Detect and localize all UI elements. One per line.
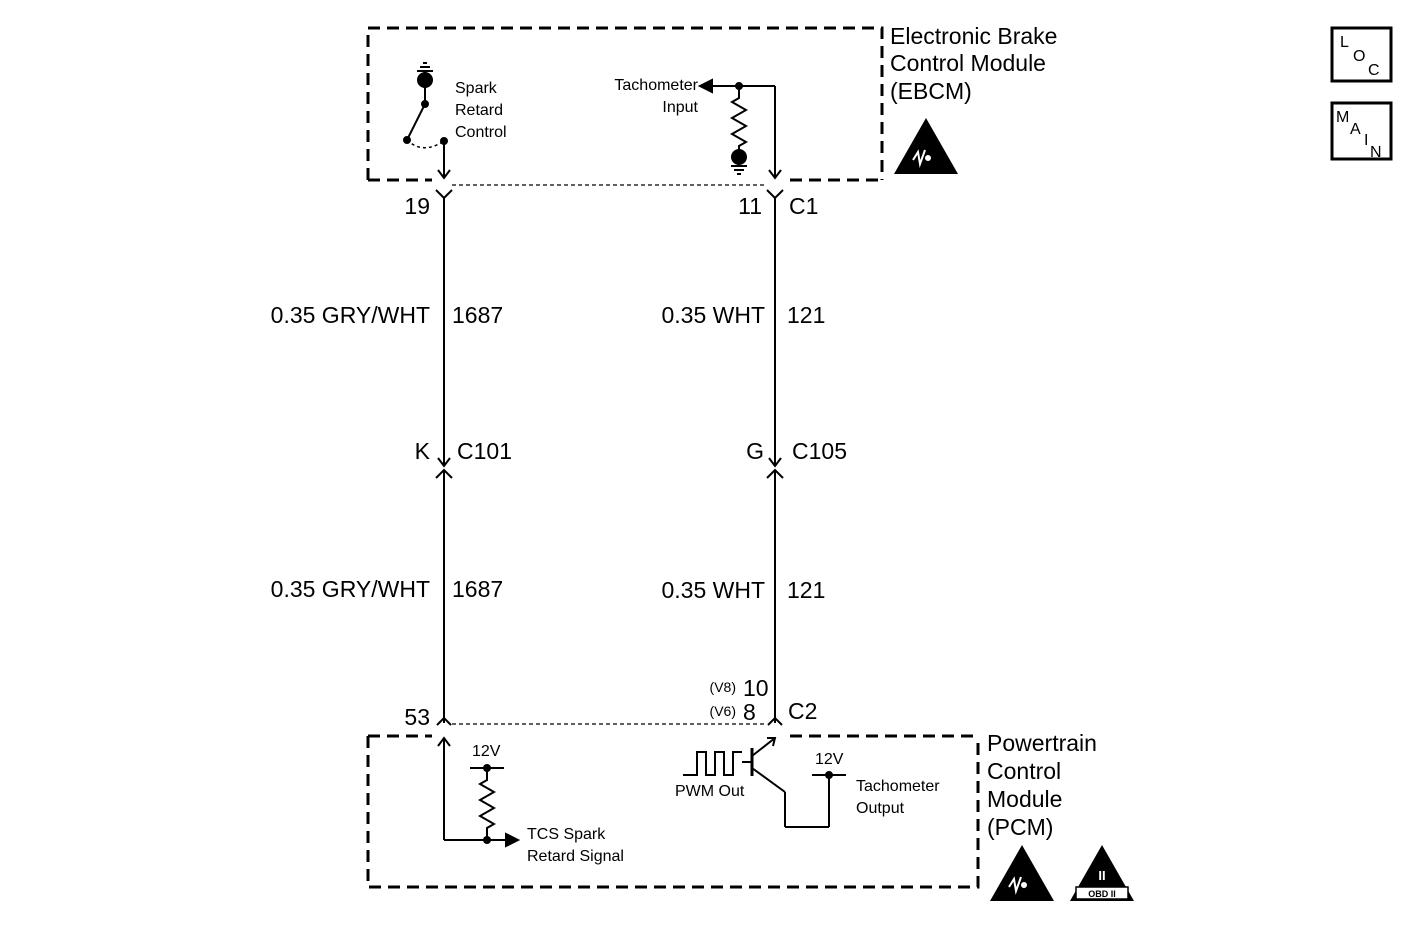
wire-right-upper-circuit: 121	[787, 302, 825, 328]
wire-right-lower-spec: 0.35 WHT	[661, 577, 765, 603]
obd-ii-icon	[1070, 845, 1134, 901]
tach-output-label-line-1: Tachometer	[856, 778, 940, 795]
loc-letter-l: L	[1340, 34, 1349, 51]
tcs-label-line-2: Retard Signal	[527, 848, 624, 865]
main-letter-m: M	[1336, 109, 1349, 126]
pcm-name-line-4: (PCM)	[987, 814, 1053, 840]
wire-right-lower-circuit: 121	[787, 577, 825, 603]
pcm-voltage-left: 12V	[472, 743, 501, 760]
esd-warning-icon-pcm	[990, 845, 1054, 901]
pcm-name-line-2: Control	[987, 758, 1061, 784]
tachometer-input-symbol	[697, 78, 782, 180]
ebcm-pin-right: 11	[738, 193, 762, 219]
ebcm-name-line-1: Electronic Brake	[890, 23, 1057, 49]
c101-pin: K	[415, 438, 431, 464]
tachometer-output-circuit	[683, 737, 846, 828]
main-letter-n: N	[1370, 144, 1382, 161]
wire-left-upper-spec: 0.35 GRY/WHT	[271, 302, 430, 328]
c101-name: C101	[457, 438, 512, 464]
pcm-v8-pin: 10	[743, 675, 769, 701]
esd-warning-icon-ebcm	[894, 118, 958, 174]
tcs-label-line-1: TCS Spark	[527, 826, 606, 843]
pwm-out-label: PWM Out	[675, 783, 745, 800]
spark-retard-label-line-1: Spark	[455, 80, 498, 97]
pcm-pin-left: 53	[404, 704, 430, 730]
c105-pin: G	[746, 438, 764, 464]
pcm-box	[366, 723, 980, 889]
wire-121	[766, 189, 784, 726]
pcm-name-line-3: Module	[987, 786, 1062, 812]
main-letter-a: A	[1350, 121, 1361, 138]
obd-numeral: II	[1098, 868, 1105, 883]
pcm-v6-pin: 8	[743, 699, 756, 725]
spark-retard-label-line-2: Retard	[455, 102, 503, 119]
main-badge[interactable]	[1330, 101, 1393, 161]
obd-text: OBD II	[1088, 889, 1116, 899]
pcm-connector: C2	[788, 698, 817, 724]
loc-badge[interactable]	[1330, 26, 1393, 83]
pcm-voltage-right: 12V	[815, 751, 844, 768]
ebcm-connector: C1	[789, 193, 818, 219]
tcs-spark-retard-circuit	[437, 736, 521, 848]
ebcm-pin-left: 19	[404, 193, 430, 219]
tach-input-label-line-1: Tachometer	[614, 77, 698, 94]
pcm-v6-tag: (V6)	[710, 703, 736, 719]
ebcm-box	[366, 26, 884, 186]
tach-input-label-line-2: Input	[662, 99, 698, 116]
wire-left-lower-circuit: 1687	[452, 576, 503, 602]
spark-retard-label-line-3: Control	[455, 124, 507, 141]
wire-left-upper-circuit: 1687	[452, 302, 503, 328]
tach-output-label-line-2: Output	[856, 800, 905, 817]
loc-letter-c: C	[1368, 62, 1380, 79]
loc-letter-o: O	[1353, 48, 1365, 65]
wire-right-upper-spec: 0.35 WHT	[661, 302, 765, 328]
ebcm-name-line-2: Control Module	[890, 50, 1046, 76]
wire-1687	[435, 189, 453, 726]
main-letter-i: I	[1364, 132, 1368, 149]
pcm-name-line-1: Powertrain	[987, 730, 1097, 756]
wire-left-lower-spec: 0.35 GRY/WHT	[271, 576, 430, 602]
spark-retard-switch-symbol	[403, 62, 451, 180]
pcm-v8-tag: (V8)	[710, 679, 736, 695]
c105-name: C105	[792, 438, 847, 464]
ebcm-name-line-3: (EBCM)	[890, 78, 972, 104]
